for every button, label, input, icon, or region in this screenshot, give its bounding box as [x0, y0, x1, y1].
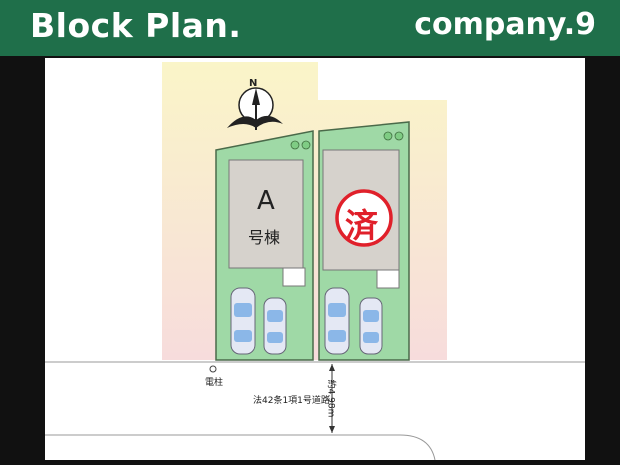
car-icon: [230, 287, 256, 355]
company-name: company.9: [414, 7, 596, 42]
compass-north-label: N: [249, 78, 258, 89]
utility-pole-icon: [209, 365, 217, 373]
dimension-arrow-up: [329, 364, 335, 371]
tree: [301, 140, 311, 150]
tree: [383, 131, 393, 141]
header-bar: Block Plan. company.9: [0, 0, 620, 56]
block-plan-panel: N A 号棟 済 電柱 法42条1項1号道路 約4.98m: [45, 58, 585, 460]
road-edge-bottom: [45, 434, 436, 460]
tree: [394, 131, 404, 141]
sold-stamp-label: 済: [345, 206, 378, 245]
lot-a-letter: A: [257, 186, 275, 216]
site-plan-drawing: [45, 62, 585, 460]
building-a-porch: [282, 267, 306, 287]
lot-a-subtitle: 号棟: [248, 228, 281, 247]
road: [45, 362, 585, 460]
road-label: 法42条1項1号道路: [253, 396, 330, 406]
car-icon: [324, 287, 350, 355]
road-width-label: 約4.98m: [325, 379, 336, 418]
car-icon: [263, 297, 287, 355]
dimension-arrow-down: [329, 426, 335, 433]
compass-icon: [227, 87, 283, 130]
car-icon: [359, 297, 383, 355]
utility-pole-label: 電柱: [205, 378, 224, 388]
sold-stamp: [335, 189, 393, 247]
tree: [290, 140, 300, 150]
building-b-porch: [376, 269, 400, 289]
page-title: Block Plan.: [30, 6, 242, 45]
building-a: [228, 159, 304, 269]
